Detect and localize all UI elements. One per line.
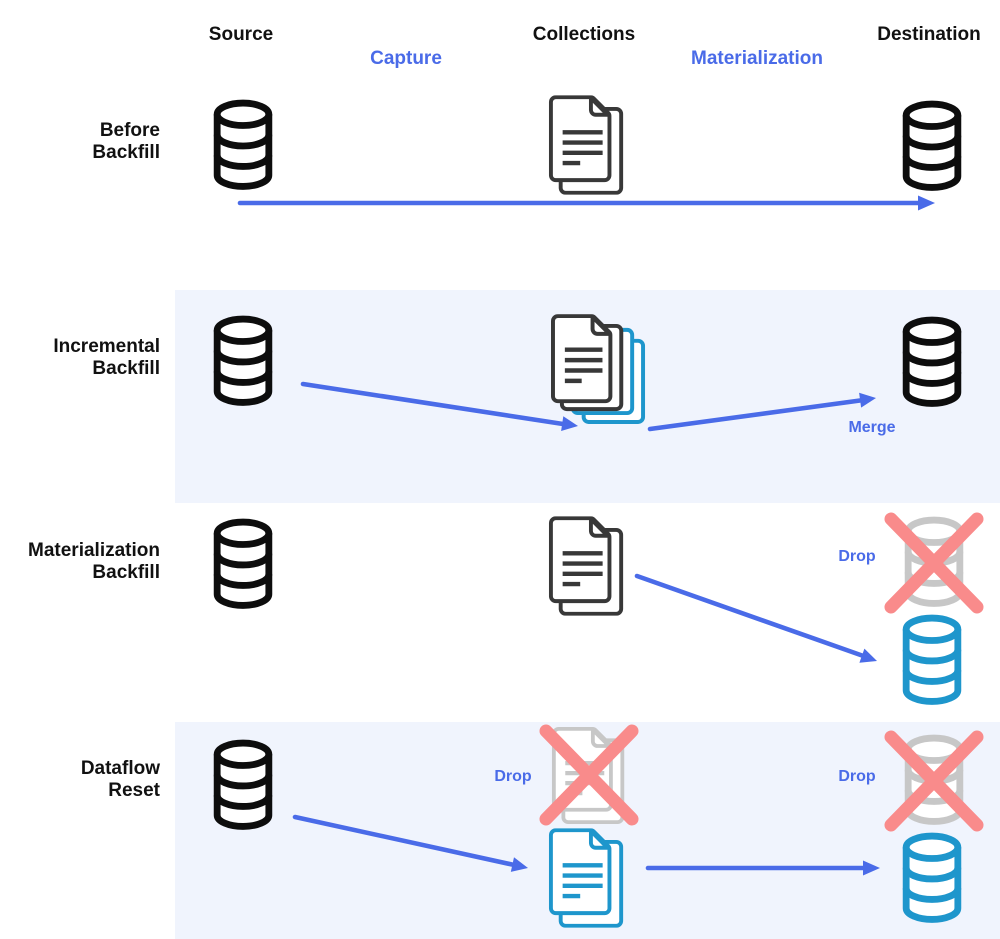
dropped-database-icon bbox=[884, 511, 984, 615]
drop-label: Drop bbox=[494, 768, 532, 785]
database-icon bbox=[204, 518, 282, 610]
database-icon bbox=[204, 315, 282, 407]
row-label-incremental-backfill: Incremental Backfill bbox=[0, 336, 160, 380]
row-label-line: Backfill bbox=[92, 142, 160, 163]
column-header-destination: Destination bbox=[877, 24, 981, 45]
row-label-line: Dataflow bbox=[80, 758, 160, 779]
column-header-source: Source bbox=[208, 24, 274, 45]
row-label-line: Incremental bbox=[53, 336, 160, 357]
drop-label: Drop bbox=[838, 548, 876, 565]
document-icon bbox=[548, 828, 628, 928]
stage-header-materialization: Materialization bbox=[691, 48, 823, 69]
row-label-before-backfill: Before Backfill bbox=[0, 120, 160, 164]
row-label-dataflow-reset: Dataflow Reset bbox=[0, 758, 160, 802]
database-icon bbox=[893, 100, 971, 192]
database-icon bbox=[204, 99, 282, 191]
collection-stack-icon bbox=[551, 314, 648, 425]
document-icon bbox=[548, 95, 628, 195]
drop-label: Drop bbox=[838, 768, 876, 785]
document-icon bbox=[548, 516, 628, 616]
arrow-materialization-backfill bbox=[634, 573, 877, 663]
database-icon bbox=[893, 832, 971, 924]
row-label-line: Materialization bbox=[28, 540, 160, 561]
row-label-line: Before bbox=[99, 120, 160, 141]
database-icon bbox=[204, 739, 282, 831]
row-label-line: Backfill bbox=[92, 562, 160, 583]
column-header-collections: Collections bbox=[532, 24, 636, 45]
arrow-before-backfill bbox=[237, 195, 935, 211]
dropped-document-icon bbox=[539, 723, 639, 827]
database-icon bbox=[893, 316, 971, 408]
merge-label: Merge bbox=[848, 419, 896, 436]
row-label-line: Backfill bbox=[92, 358, 160, 379]
dropped-database-icon bbox=[884, 729, 984, 833]
row-label-materialization-backfill: Materialization Backfill bbox=[0, 540, 160, 584]
stage-header-capture: Capture bbox=[370, 48, 442, 69]
row-label-line: Reset bbox=[108, 780, 160, 801]
database-icon bbox=[893, 614, 971, 706]
